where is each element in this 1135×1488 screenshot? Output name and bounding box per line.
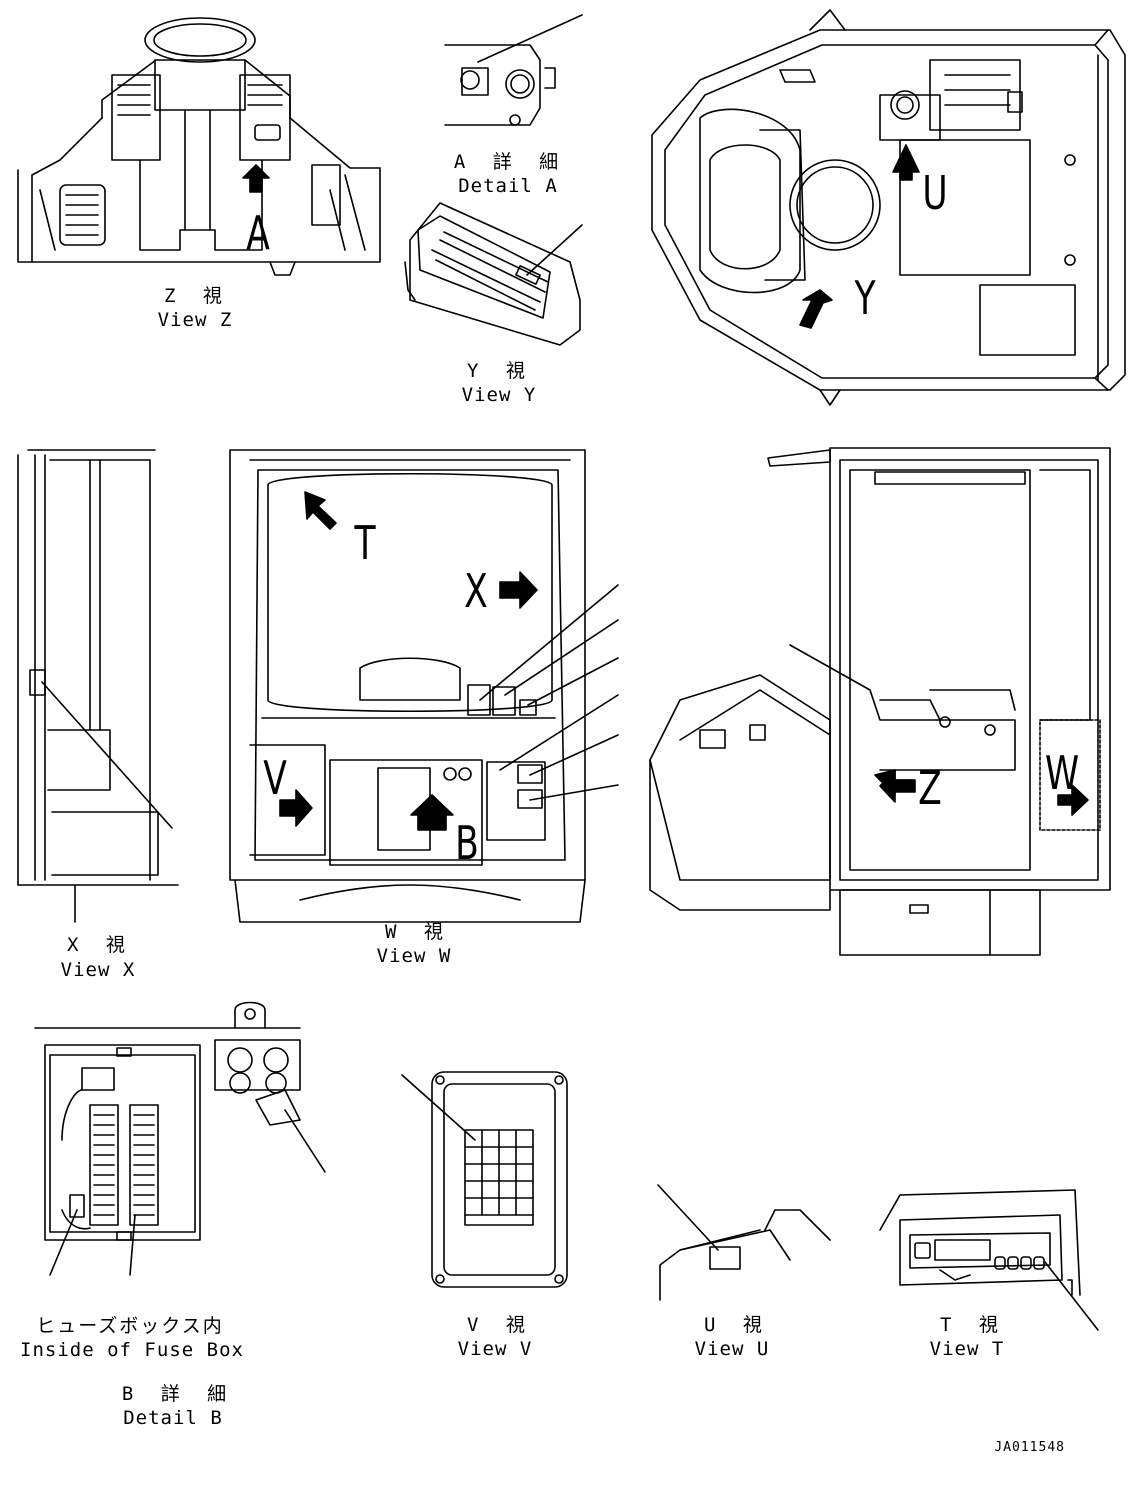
fuse-box-caption-jp: ヒューズボックス内 <box>36 1315 224 1337</box>
marker-t: T <box>354 516 376 570</box>
fuse-box-caption-en: Inside of Fuse Box <box>20 1339 244 1361</box>
view-w-caption-en: View W <box>376 945 452 967</box>
view-z-caption-jp: Z 視 <box>164 285 230 307</box>
top-view-drawing: U <box>651 9 1126 406</box>
view-v-caption-jp: V 視 <box>467 1314 533 1336</box>
view-x-caption-jp: X 視 <box>67 934 133 956</box>
detail-a-caption-en: Detail A <box>458 175 558 197</box>
marker-x: X <box>464 564 488 618</box>
marker-a: A <box>246 206 270 260</box>
view-u-drawing <box>657 1184 831 1301</box>
view-w-drawing <box>229 449 619 923</box>
view-u-caption-jp: U 視 <box>704 1314 770 1336</box>
view-t-caption-jp: T 視 <box>940 1314 1006 1336</box>
view-t-drawing <box>879 1189 1099 1331</box>
view-y-caption-en: View Y <box>461 384 537 406</box>
view-y-drawing <box>404 202 583 346</box>
view-v-caption-en: View V <box>457 1338 533 1360</box>
document-number: JA011548 <box>994 1440 1065 1455</box>
view-z-caption-en: View Z <box>157 309 233 331</box>
marker-y: Y <box>854 271 876 325</box>
detail-b-caption-jp: B 詳 細 <box>121 1383 235 1405</box>
detail-b-caption-en: Detail B <box>123 1407 223 1429</box>
view-z-drawing <box>17 17 381 276</box>
marker-w: W <box>1044 746 1080 800</box>
view-u-caption-en: View U <box>694 1338 770 1360</box>
view-x-caption-en: View X <box>60 959 136 981</box>
marker-u: U <box>922 166 948 220</box>
detail-b-drawing <box>34 1001 326 1276</box>
marker-v: V <box>263 751 287 805</box>
view-x-drawing <box>17 449 179 923</box>
view-y-caption-jp: Y 視 <box>467 360 533 382</box>
detail-a-caption-jp: A 詳 細 <box>453 151 567 173</box>
marker-z: Z <box>918 761 942 815</box>
detail-a-drawing <box>444 14 583 126</box>
side-view-drawing <box>649 447 1111 956</box>
view-t-caption-en: View T <box>929 1338 1005 1360</box>
view-v-drawing <box>401 1071 568 1288</box>
view-w-caption-jp: W 視 <box>385 921 451 943</box>
marker-b: B <box>455 816 479 870</box>
